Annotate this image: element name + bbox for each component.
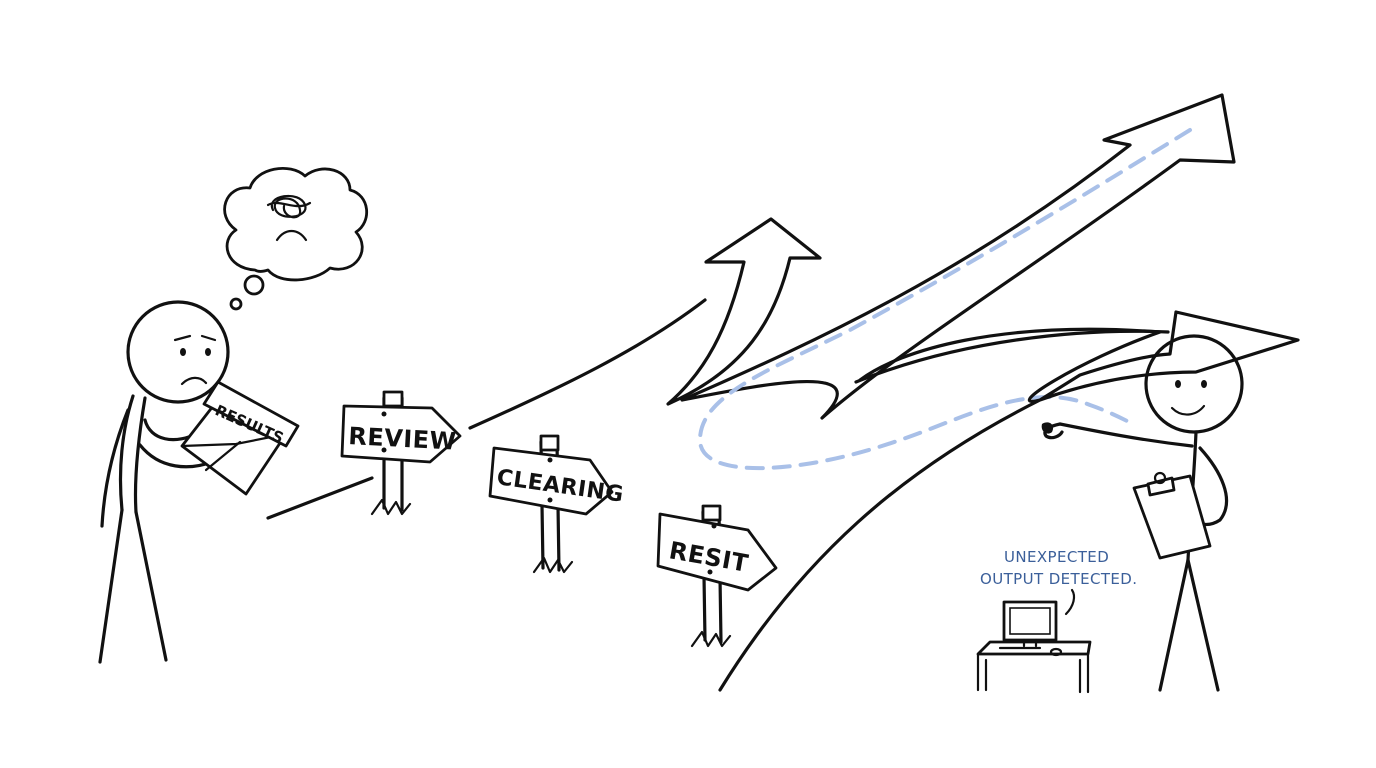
caption-line-2: OUTPUT DETECTED. <box>980 570 1137 588</box>
signpost-clearing: CLEARING <box>488 434 625 574</box>
arrow-right-lower-top-edge <box>854 329 1170 384</box>
signpost-resit: RESIT <box>656 504 778 648</box>
arrow-success-highlighted <box>680 93 1236 420</box>
student-figure <box>98 300 230 664</box>
computer-icon <box>976 588 1092 694</box>
dashed-loop-line <box>697 128 1192 471</box>
sign-label-review: REVIEW <box>348 422 458 456</box>
arrow-up-middle <box>666 217 822 406</box>
path-line-start <box>266 476 374 520</box>
thought-bubble-icon <box>223 167 369 311</box>
clipboard-icon <box>1132 471 1212 560</box>
caption-line-1: UNEXPECTED <box>1004 548 1109 566</box>
results-envelope: RESULTS <box>180 380 300 496</box>
arrow-right-lower <box>718 310 1300 692</box>
path-line-review <box>468 298 707 430</box>
signpost-review: REVIEW <box>340 390 462 516</box>
